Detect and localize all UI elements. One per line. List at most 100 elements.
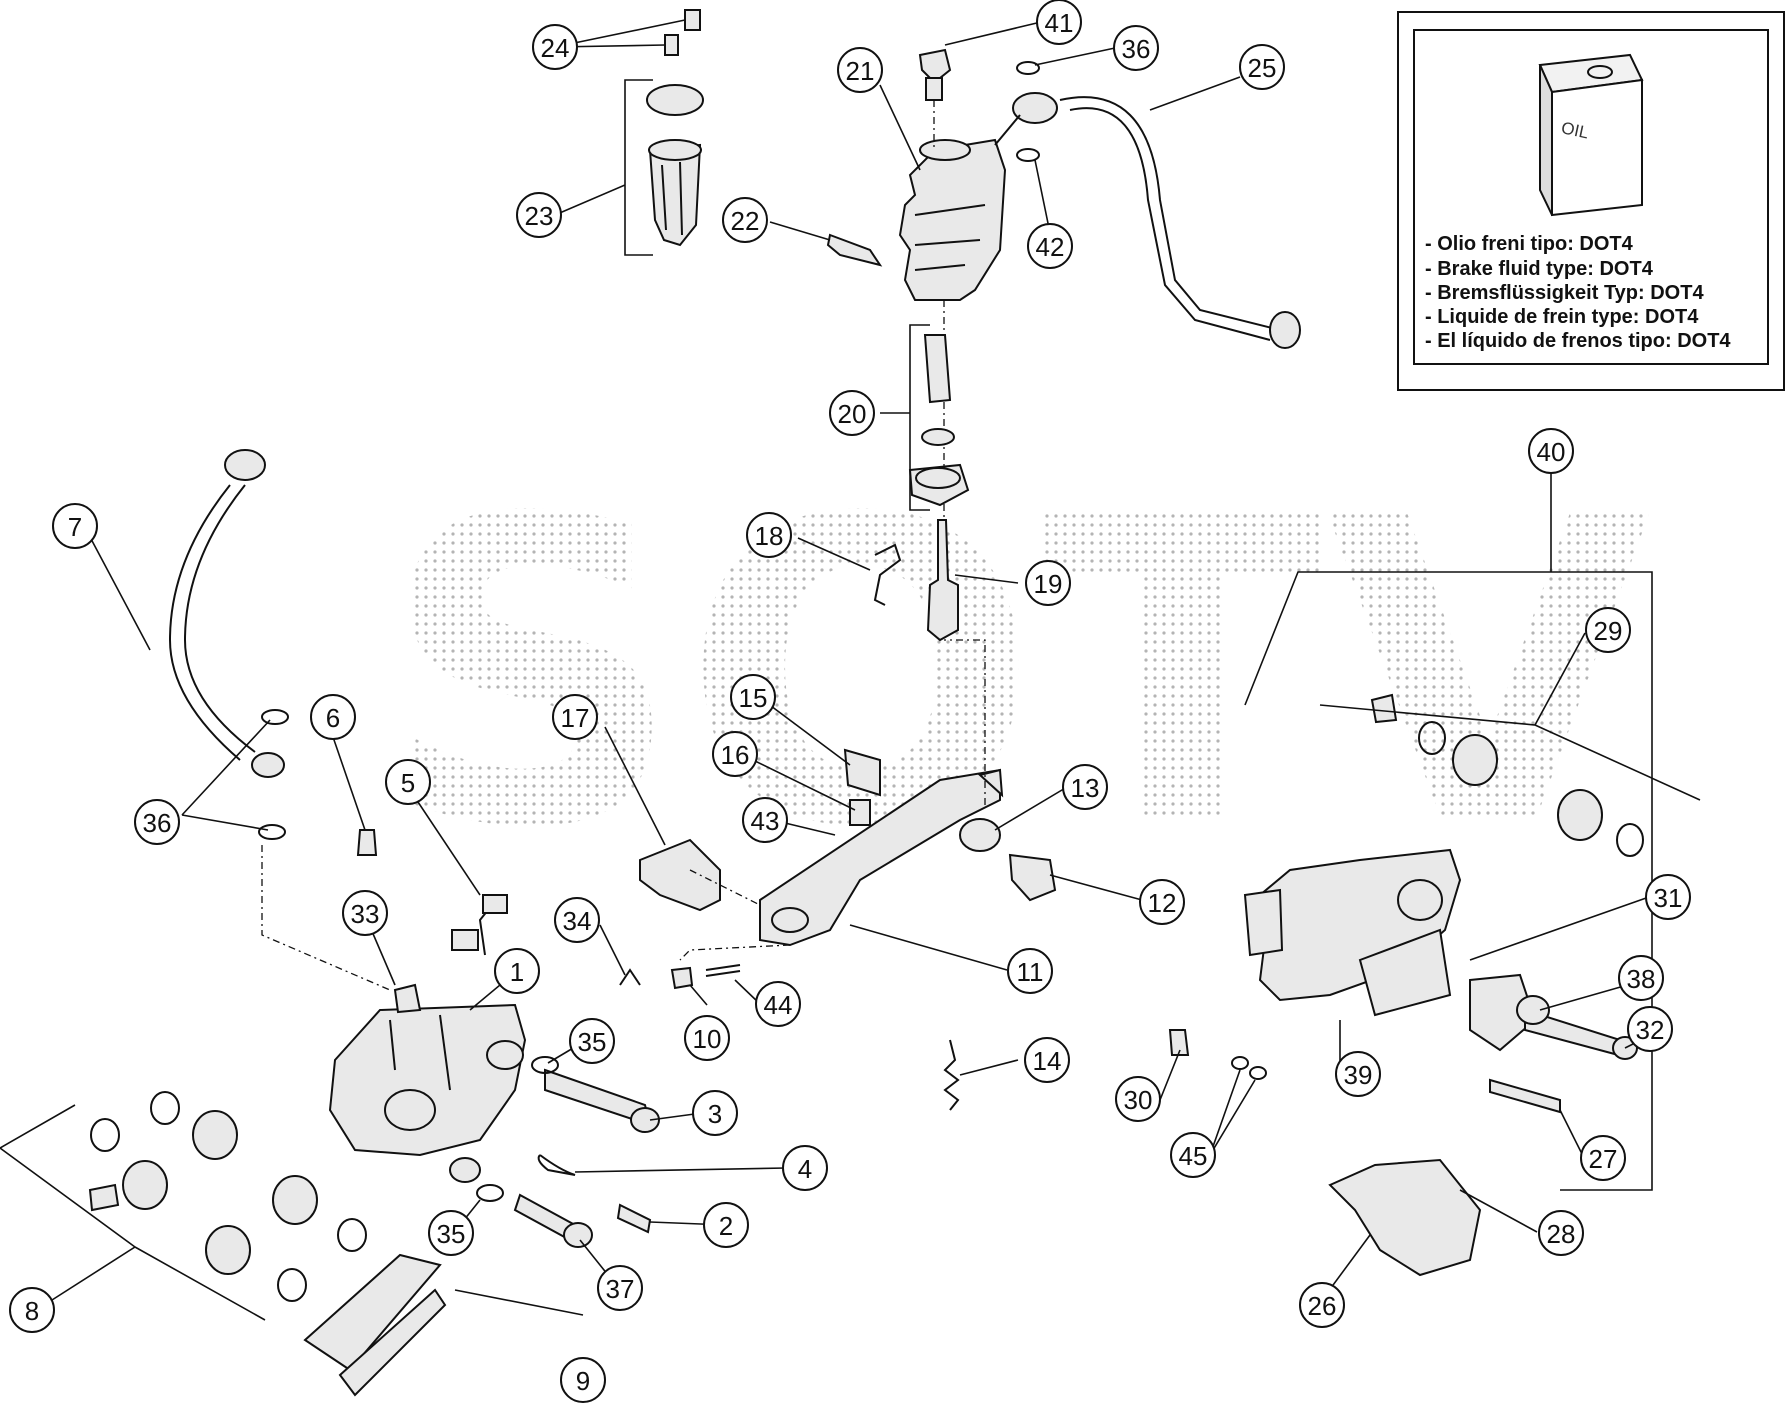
callout-30: 30 — [1115, 1076, 1161, 1122]
callout-number: 13 — [1071, 773, 1100, 803]
callout-circle — [692, 1090, 738, 1136]
callout-number: 31 — [1654, 883, 1683, 913]
callout-circle — [554, 897, 600, 943]
callout-circle — [1538, 1210, 1584, 1256]
callout-31: 31 — [1645, 874, 1691, 920]
callout-number: 11 — [1017, 957, 1044, 987]
callout-circle — [9, 1287, 55, 1333]
callout-circle — [1036, 0, 1082, 45]
callout-circle — [1170, 1132, 1216, 1178]
callout-circle — [134, 799, 180, 845]
callout-number: 15 — [739, 683, 768, 713]
callout-circle — [342, 890, 388, 936]
callout-28: 28 — [1538, 1210, 1584, 1256]
callout-circle — [755, 981, 801, 1027]
callout-circle — [684, 1015, 730, 1061]
callout-8: 8 — [9, 1287, 55, 1333]
reservoir — [646, 84, 704, 247]
callout-13: 13 — [1062, 764, 1108, 810]
callout-5: 5 — [385, 759, 431, 805]
master-cylinder — [898, 92, 1058, 301]
callout-circle — [1528, 428, 1574, 474]
callout-circle — [560, 1357, 606, 1403]
callout-29: 29 — [1585, 607, 1631, 653]
legend-line-it: - Olio freni tipo: DOT4 — [1425, 233, 1634, 255]
callout-number: 21 — [846, 56, 875, 86]
callout-circle — [1113, 25, 1159, 71]
callout-36a: 36 — [134, 799, 180, 845]
callout-circle — [1239, 44, 1285, 90]
callout-circle — [1027, 223, 1073, 269]
callout-circle — [1115, 1076, 1161, 1122]
callout-35a: 35 — [569, 1018, 615, 1064]
callout-circle — [597, 1265, 643, 1311]
callout-37: 37 — [597, 1265, 643, 1311]
callout-circle — [837, 47, 883, 93]
callout-number: 23 — [525, 201, 554, 231]
callout-number: 27 — [1589, 1144, 1618, 1174]
callout-number: 5 — [401, 768, 415, 798]
parts-drawing — [88, 9, 1644, 1397]
callout-18: 18 — [746, 512, 792, 558]
callout-circle — [1299, 1282, 1345, 1328]
callout-number: 20 — [838, 399, 867, 429]
callout-circle — [703, 1202, 749, 1248]
callout-circle — [746, 512, 792, 558]
legend-line-fr: - Liquide de frein type: DOT4 — [1425, 306, 1699, 328]
callout-45: 45 — [1170, 1132, 1216, 1178]
callout-number: 3 — [708, 1099, 722, 1129]
callout-circle — [516, 192, 562, 238]
callout-circle — [1585, 607, 1631, 653]
callout-circle — [1335, 1051, 1381, 1097]
callout-39: 39 — [1335, 1051, 1381, 1097]
watermark: SOTV — [380, 431, 1654, 920]
callout-number: 9 — [576, 1366, 590, 1396]
callout-number: 10 — [693, 1024, 722, 1054]
callout-number: 34 — [563, 906, 592, 936]
rear-piston-kit — [1370, 693, 1644, 857]
callout-number: 30 — [1124, 1085, 1153, 1115]
piston-kit — [908, 334, 970, 507]
callout-4: 4 — [782, 1145, 828, 1191]
callout-number: 8 — [25, 1296, 39, 1326]
callout-44: 44 — [755, 981, 801, 1027]
callout-circle — [52, 503, 98, 549]
callout-number: 43 — [751, 806, 780, 836]
callout-14: 14 — [1024, 1037, 1070, 1083]
callout-number: 40 — [1537, 437, 1566, 467]
callout-number: 37 — [606, 1274, 635, 1304]
callout-number: 41 — [1045, 8, 1074, 38]
callout-number: 16 — [721, 740, 750, 770]
callout-number: 45 — [1179, 1141, 1208, 1171]
callout-number: 36 — [1122, 34, 1151, 64]
callout-36b: 36 — [1113, 25, 1159, 71]
callout-20: 20 — [829, 390, 875, 436]
callout-number: 44 — [764, 990, 793, 1020]
callout-circle — [782, 1145, 828, 1191]
callout-number: 24 — [541, 33, 570, 63]
front-piston-kit — [88, 1091, 367, 1302]
callout-number: 28 — [1547, 1219, 1576, 1249]
callout-40: 40 — [1528, 428, 1574, 474]
callout-12: 12 — [1139, 879, 1185, 925]
callout-32: 32 — [1627, 1006, 1673, 1052]
callout-25: 25 — [1239, 44, 1285, 90]
callout-circle — [742, 797, 788, 843]
callout-21: 21 — [837, 47, 883, 93]
callout-number: 33 — [351, 899, 380, 929]
callout-number: 18 — [755, 521, 784, 551]
callout-circle — [712, 731, 758, 777]
callout-circle — [385, 759, 431, 805]
callout-10: 10 — [684, 1015, 730, 1061]
callout-number: 35 — [437, 1219, 466, 1249]
callout-7: 7 — [52, 503, 98, 549]
callout-layer: 1234567891011121314151617181920212223242… — [9, 0, 1691, 1403]
callout-circle — [722, 197, 768, 243]
callout-circle — [310, 694, 356, 740]
callout-11: 11 — [1007, 948, 1053, 994]
callout-34: 34 — [554, 897, 600, 943]
callout-number: 4 — [798, 1154, 812, 1184]
callout-number: 2 — [719, 1211, 733, 1241]
legend-line-de: - Bremsflüssigkeit Typ: DOT4 — [1425, 282, 1704, 304]
callout-38: 38 — [1618, 955, 1664, 1001]
